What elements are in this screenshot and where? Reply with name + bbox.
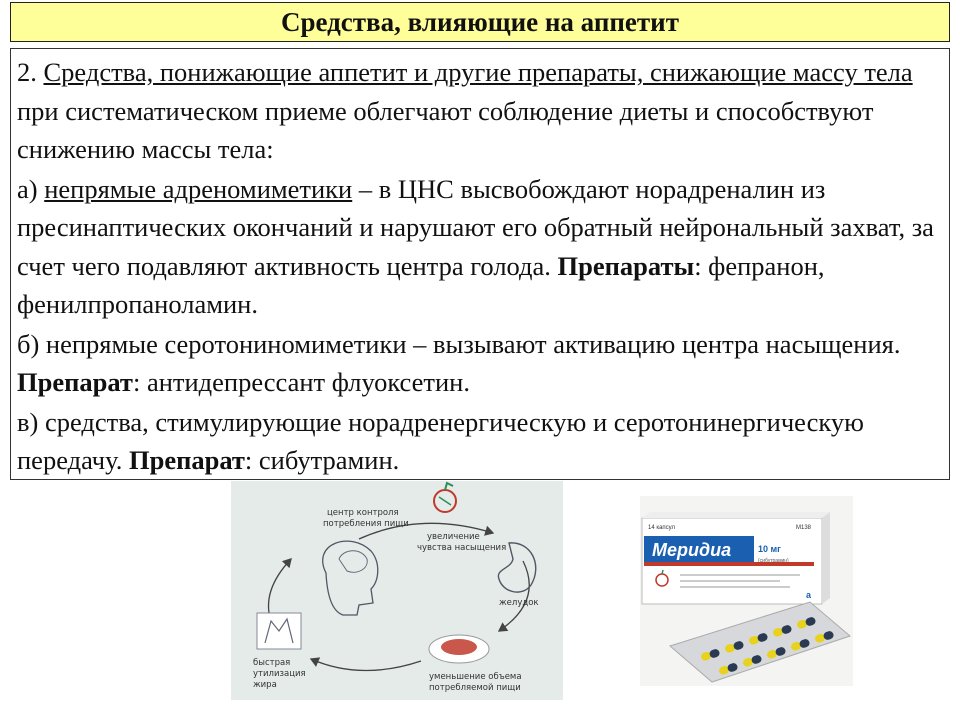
fat-utilization-icon xyxy=(256,612,302,650)
label-fat-line1: быстрая xyxy=(253,658,290,668)
slide-title: Средства, влияющие на аппетит xyxy=(280,6,679,37)
abbott-logo-icon: a xyxy=(806,590,812,600)
paragraph-b: б) непрямые серотониномиметики – вызываю… xyxy=(17,325,943,402)
stomach-icon xyxy=(497,542,537,593)
package-dose: 10 мг xyxy=(758,544,781,554)
capsules xyxy=(701,617,834,675)
head-brain-icon xyxy=(322,540,379,616)
label-stomach: желудок xyxy=(499,598,539,608)
package-capsules: 14 капсул xyxy=(648,525,676,531)
para-a-lead: а) xyxy=(17,173,45,204)
label-satiety-line2: чувства насыщения xyxy=(417,543,506,553)
para-a-text: – в ЦНС высвобождают норадреналин из пре… xyxy=(17,173,934,281)
para-c-drugs: : сибутрамин. xyxy=(244,445,400,475)
label-fat-line3: жира xyxy=(253,680,277,690)
blister-pack xyxy=(668,601,851,683)
label-center-line1: центр контроля xyxy=(327,508,399,518)
cycle-arrow-right xyxy=(497,560,530,632)
plate-icon xyxy=(428,634,490,664)
apple-icon xyxy=(433,481,457,513)
para-a-term: непрямые адреномиметики xyxy=(44,173,353,204)
label-center-line2: потребления пищи xyxy=(323,519,409,529)
label-satiety-line1: увеличение xyxy=(427,532,480,542)
paragraph-c: в) средства, стимулирующие норадренергич… xyxy=(17,403,943,480)
para-a-drugs: : фепранон, фенилпропаноламин. xyxy=(17,250,825,320)
para-a-drug-label: Препараты xyxy=(557,250,695,281)
package-brand: Меридиа xyxy=(652,540,731,560)
para-b-text: б) непрямые серотониномиметики – вызываю… xyxy=(17,328,901,359)
label-fat-line2: утилизация xyxy=(253,669,306,679)
para-c-text: в) средства, стимулирующие норадренергич… xyxy=(17,406,864,476)
paragraph-a: а) непрямые адреномиметики – в ЦНС высво… xyxy=(17,170,943,324)
medicine-box: 14 капсул M138 Меридиа 10 мг (сибутрамин… xyxy=(641,512,830,605)
meridia-package-photo: 14 капсул M138 Меридиа 10 мг (сибутрамин… xyxy=(640,496,853,686)
cycle-arrow-top xyxy=(358,522,495,540)
paragraph-intro: 2. Средства, понижающие аппетит и другие… xyxy=(17,53,943,169)
content-box: 2. Средства, понижающие аппетит и другие… xyxy=(10,48,950,480)
para-c-drug-label: Препарат xyxy=(128,445,245,475)
package-code: M138 xyxy=(796,525,812,531)
title-bar: Средства, влияющие на аппетит xyxy=(10,2,950,42)
cycle-arrow-left xyxy=(267,558,292,622)
appetite-cycle-diagram: центр контроля потребления пищи увеличен… xyxy=(231,481,563,700)
label-food-line1: уменьшение объема xyxy=(429,672,522,682)
svg-text:a: a xyxy=(806,590,812,600)
para-b-drug-label: Препарат xyxy=(17,367,133,397)
cycle-arrow-bottom xyxy=(309,657,422,672)
para-b-drugs: : антидепрессант флуоксетин. xyxy=(132,367,470,397)
intro-number: 2. xyxy=(17,57,44,87)
apple-logo-icon xyxy=(655,569,669,587)
intro-underlined: Средства, понижающие аппетит и другие пр… xyxy=(43,57,913,87)
intro-text: при систематическом приеме облегчают соб… xyxy=(17,95,874,165)
package-inn: (сибутрамин) xyxy=(758,558,789,564)
label-food-line2: потребляемой пищи xyxy=(429,683,521,693)
